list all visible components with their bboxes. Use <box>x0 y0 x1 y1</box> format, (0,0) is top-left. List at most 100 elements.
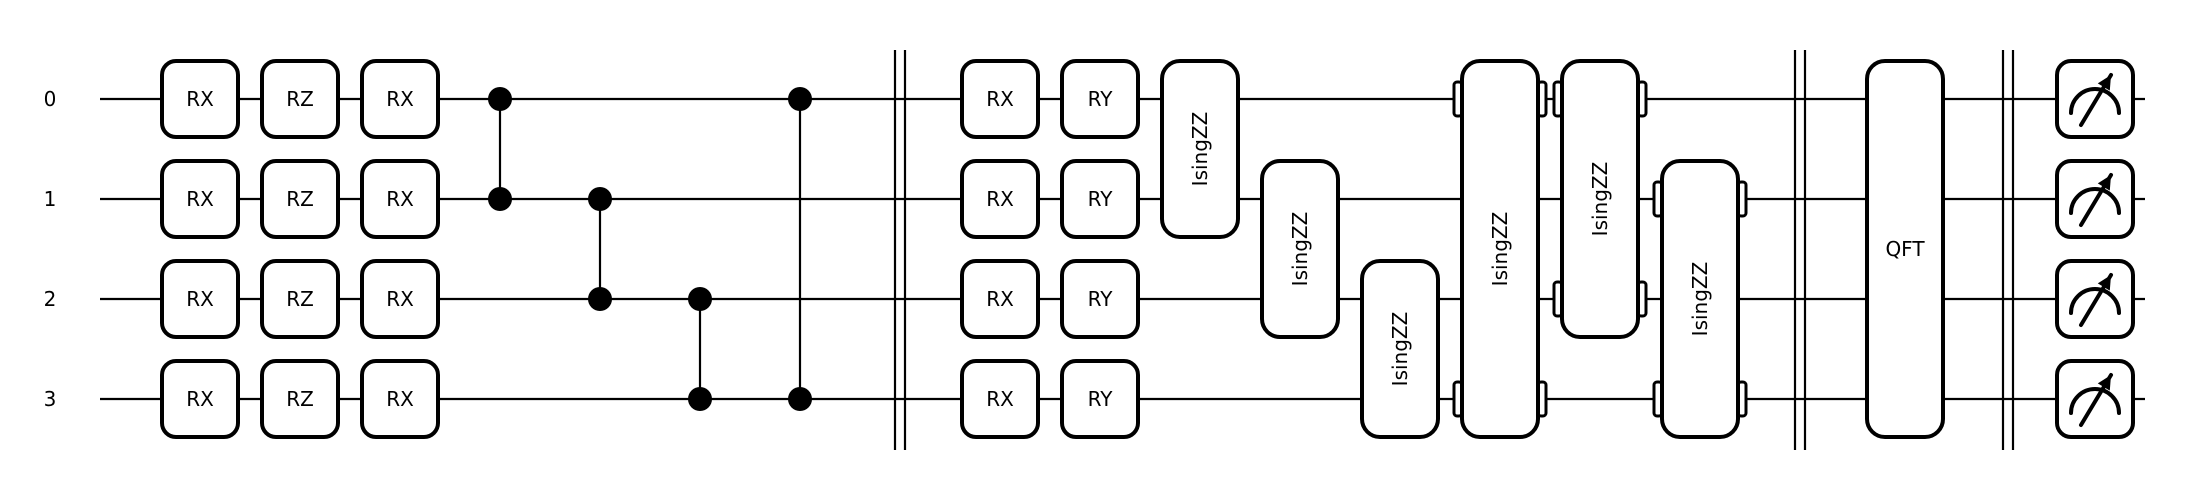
gate-label: RY <box>1088 287 1114 311</box>
control-dot-3 <box>688 387 712 411</box>
gate-box <box>260 159 340 239</box>
control-dot-2 <box>688 287 712 311</box>
meter-arc <box>2069 287 2121 315</box>
gate-rx-w2: RX <box>160 259 240 339</box>
gate-box <box>360 259 440 339</box>
wire-label-layer: 0 1 2 3 <box>44 87 57 411</box>
gate-label: RX <box>986 187 1014 211</box>
gate-label: RX <box>186 387 214 411</box>
barrier <box>1793 50 1807 450</box>
gate-box <box>260 259 340 339</box>
control-dot-2 <box>588 287 612 311</box>
control-dot-1 <box>488 187 512 211</box>
measure-icon <box>2055 259 2135 339</box>
measure-icon <box>2055 59 2135 139</box>
gate-label: IsingZZ <box>1688 262 1712 337</box>
gate-box <box>960 159 1040 239</box>
gate-label: RX <box>186 287 214 311</box>
gate-rx-w3: RX <box>160 359 240 439</box>
gate-ry-w3: RY <box>1060 359 1140 439</box>
gate-rx-w3: RX <box>960 359 1040 439</box>
gate-box <box>260 59 340 139</box>
gate-isingzz-1-3: IsingZZ <box>1652 159 1748 439</box>
wire-label-2: 2 <box>44 287 57 311</box>
gate-rx-w2: RX <box>960 259 1040 339</box>
gate-rx-w1: RX <box>160 159 240 239</box>
gate-label: QFT <box>1885 237 1925 261</box>
gate-box <box>960 359 1040 439</box>
gate-label: RX <box>986 387 1014 411</box>
controlled-z-1-2 <box>588 187 612 311</box>
gate-isingzz-0-3: IsingZZ <box>1452 59 1548 439</box>
gate-box <box>1360 259 1440 439</box>
control-dot-0 <box>488 87 512 111</box>
barrier <box>2001 50 2015 450</box>
gate-label: RZ <box>286 187 314 211</box>
gate-box <box>160 59 240 139</box>
gate-rx-w0: RX <box>960 59 1040 139</box>
gate-label: RX <box>986 87 1014 111</box>
gate-rx-w3: RX <box>360 359 440 439</box>
gate-box <box>1060 159 1140 239</box>
gate-box <box>360 359 440 439</box>
gate-ry-w1: RY <box>1060 159 1140 239</box>
gate-isingzz-0-1: IsingZZ <box>1160 59 1240 239</box>
gate-box <box>1060 59 1140 139</box>
wire-label-1: 1 <box>44 187 57 211</box>
gate-label: RX <box>186 87 214 111</box>
meter-arc <box>2069 187 2121 215</box>
gate-label: IsingZZ <box>1388 312 1412 387</box>
gate-label: IsingZZ <box>1188 112 1212 187</box>
gate-box <box>360 159 440 239</box>
gate-label: RZ <box>286 87 314 111</box>
gate-box <box>160 159 240 239</box>
gate-box <box>160 259 240 339</box>
gate-rz-w1: RZ <box>260 159 340 239</box>
measure-icon <box>2055 359 2135 439</box>
barrier <box>893 50 907 450</box>
gate-label: RX <box>386 87 414 111</box>
gate-rx-w2: RX <box>360 259 440 339</box>
gate-box <box>1560 59 1640 339</box>
gate-label: RY <box>1088 387 1114 411</box>
meter-arrowhead <box>2097 175 2111 191</box>
controlled-z-0-3 <box>788 87 812 411</box>
gate-ry-w2: RY <box>1060 259 1140 339</box>
gate-label: RX <box>386 187 414 211</box>
gate-label: RX <box>186 187 214 211</box>
control-dot-0 <box>788 87 812 111</box>
gate-rz-w2: RZ <box>260 259 340 339</box>
operation-layer: RXRXRXRXRZRZRZRZRXRXRXRXRXRXRXRXRYRYRYRY… <box>160 50 2135 450</box>
gate-box <box>1260 159 1340 339</box>
gate-rz-w0: RZ <box>260 59 340 139</box>
control-dot-3 <box>788 387 812 411</box>
gate-label: IsingZZ <box>1488 212 1512 287</box>
gate-isingzz-0-2: IsingZZ <box>1552 59 1648 339</box>
controlled-z-2-3 <box>688 287 712 411</box>
gate-label: RX <box>386 387 414 411</box>
gate-ry-w0: RY <box>1060 59 1140 139</box>
gate-isingzz-2-3: IsingZZ <box>1360 259 1440 439</box>
gate-box <box>1660 159 1740 439</box>
wire-label-0: 0 <box>44 87 57 111</box>
gate-isingzz-1-2: IsingZZ <box>1260 159 1340 339</box>
gate-box <box>360 59 440 139</box>
controlled-z-0-1 <box>488 87 512 211</box>
gate-box <box>960 259 1040 339</box>
meter-arrowhead <box>2097 375 2111 391</box>
meter-arc <box>2069 87 2121 115</box>
gate-box <box>1060 359 1140 439</box>
gate-rz-w3: RZ <box>260 359 340 439</box>
gate-rx-w1: RX <box>360 159 440 239</box>
gate-box <box>260 359 340 439</box>
wire-label-3: 3 <box>44 387 57 411</box>
gate-rx-w1: RX <box>960 159 1040 239</box>
gate-label: IsingZZ <box>1588 162 1612 237</box>
wire-layer <box>100 97 2145 401</box>
gate-label: RZ <box>286 387 314 411</box>
control-dot-1 <box>588 187 612 211</box>
measure-icon <box>2055 159 2135 239</box>
gate-label: RY <box>1088 87 1114 111</box>
gate-rx-w0: RX <box>160 59 240 139</box>
